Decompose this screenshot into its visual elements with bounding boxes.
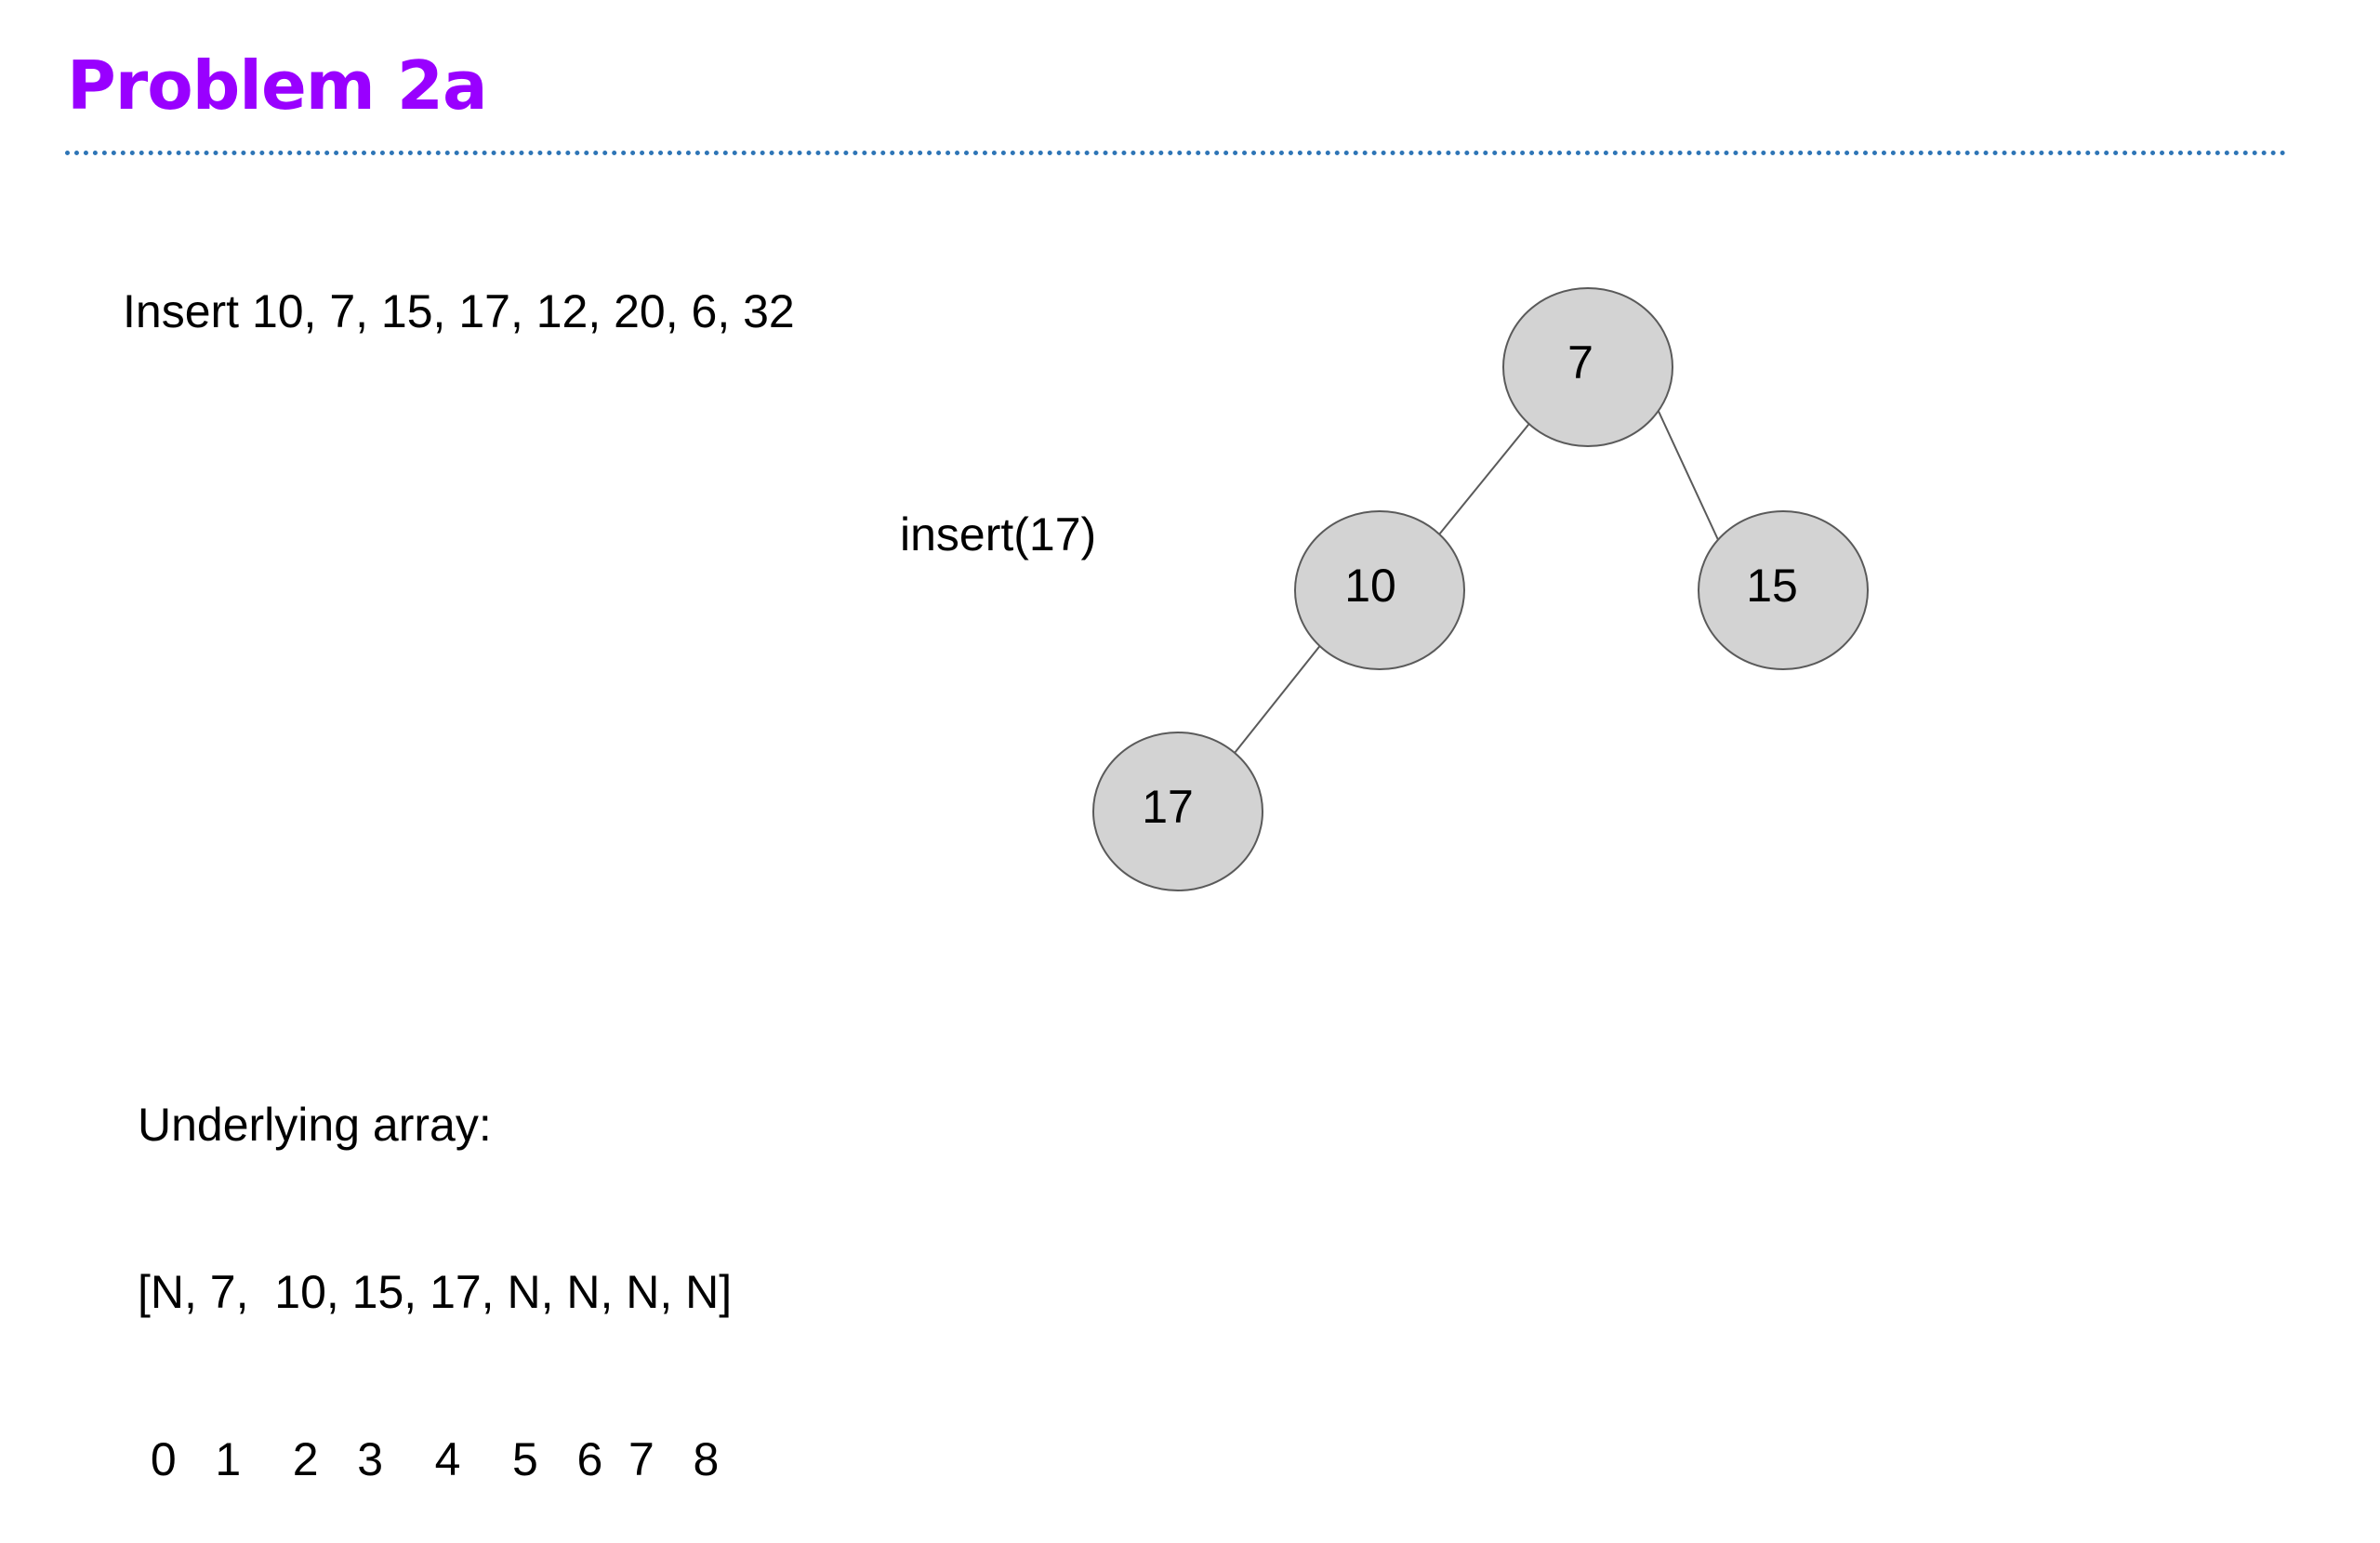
node-circle [1698,510,1869,670]
insert-sequence-text: Insert 10, 7, 15, 17, 12, 20, 6, 32 [123,285,795,337]
tree-edge-7-15 [1655,404,1721,545]
array-heading: Underlying array: [138,1099,492,1151]
node-label: 10 [1344,560,1396,612]
title-divider [65,151,2287,155]
node-circle [1294,510,1465,670]
tree-node: 15 [1698,510,1869,670]
node-circle [1502,287,1673,447]
tree-edge-10-17 [1234,642,1323,754]
node-label: 17 [1142,781,1194,833]
underlying-array: Underlying array: [N, 7, 10, 15, 17, N, … [138,985,732,1543]
tree-edge-7-10 [1438,419,1533,535]
node-label: 15 [1746,560,1798,612]
operation-label: insert(17) [900,508,1097,560]
tree-node: 7 [1502,287,1673,447]
array-values: [N, 7, 10, 15, 17, N, N, N, N] [138,1266,733,1318]
node-circle [1092,732,1263,891]
tree-node: 10 [1294,510,1465,670]
slide-title: Problem 2a [67,46,488,125]
array-indices: 0 1 2 3 4 5 6 7 8 [138,1433,720,1485]
heap-tree-diagram: 7 10 15 17 [1092,287,1869,891]
node-label: 7 [1567,336,1593,389]
tree-node: 17 [1092,732,1263,891]
